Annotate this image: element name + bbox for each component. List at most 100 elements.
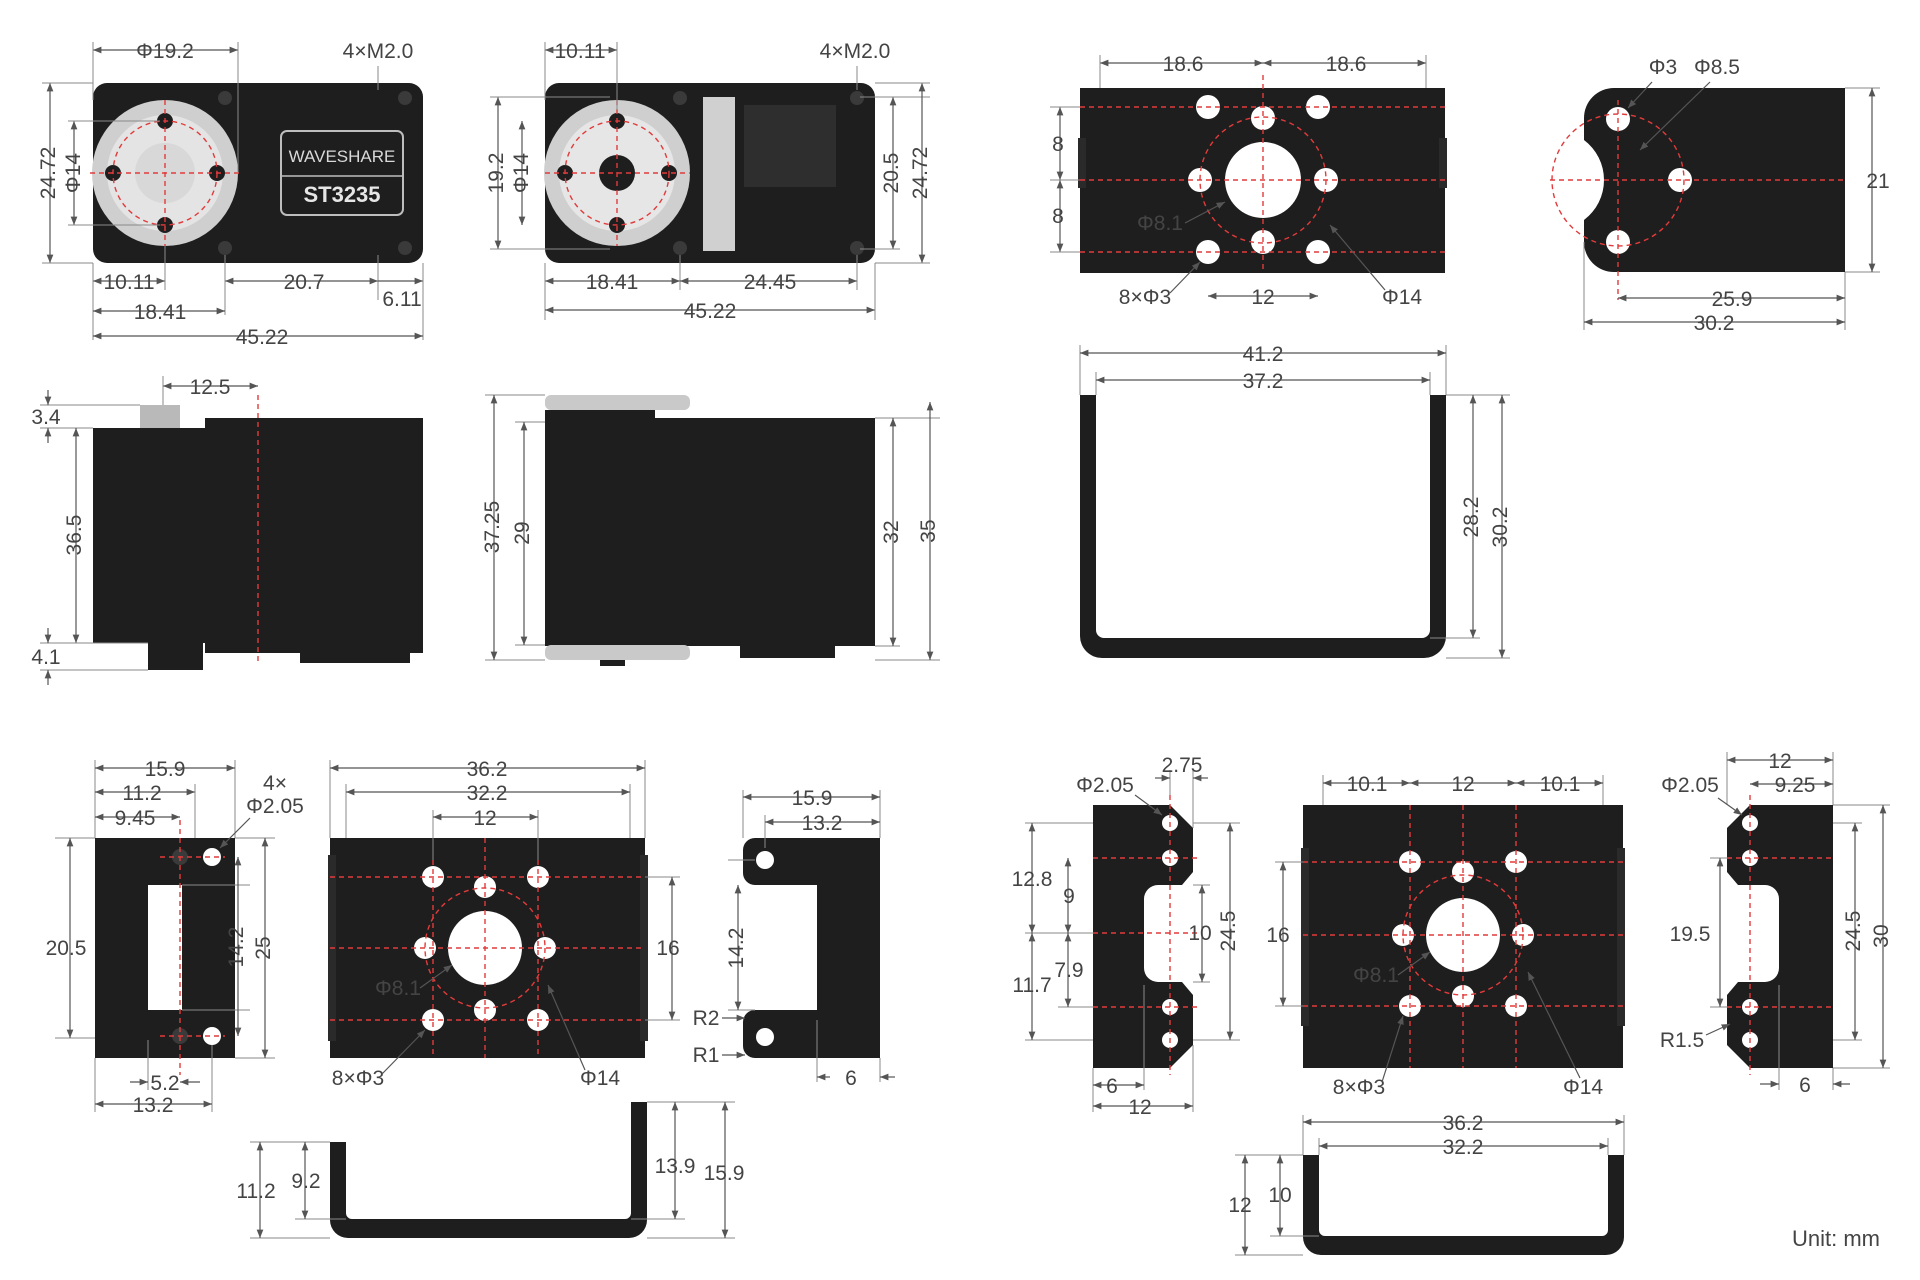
bracket-b-face-view: 10.1 12 10.1 16 Φ8.1 8×Φ3 Φ14 [1266,773,1625,1099]
dim-label: 20.7 [284,271,325,294]
unit-label: Unit: mm [1792,1226,1880,1251]
dim-label: 28.2 [1460,497,1483,538]
dim-label: 29 [511,521,534,544]
dim-label: Φ8.1 [1353,964,1399,987]
dim-label: Φ2.05 [246,795,304,818]
dim-label: 24.45 [744,271,797,294]
dim-label: 10 [1268,1184,1291,1207]
dim-label: 32.2 [1443,1136,1484,1159]
dim-label: 8×Φ3 [1333,1076,1385,1099]
dim-label: 11.2 [236,1180,275,1203]
dim-label: 12.8 [1012,868,1053,891]
dim-label: Φ3 [1649,56,1677,79]
dim-label: Φ14 [1563,1076,1603,1099]
dim-label: 37.25 [481,501,504,554]
bracket-a-u-view: 11.2 9.2 13.9 15.9 [236,1101,744,1239]
dim-label: 24.72 [909,147,932,200]
servo-side-view: 12.5 3.4 36.5 4.1 [31,376,423,685]
bracket-b-left-view: Φ2.05 2.75 12.8 9 10 24.5 11.7 7.9 6 12 [1012,754,1240,1119]
dim-label: 19.5 [1670,923,1711,946]
dim-label: 8 [1052,133,1064,156]
dim-label: Φ8.1 [1137,212,1183,235]
dim-label: 14.2 [725,928,748,969]
dim-label: Φ14 [1382,286,1422,309]
dim-label: 9.2 [291,1170,320,1193]
dim-label: 35 [917,519,940,542]
dim-label: 10.11 [555,40,606,63]
dim-label: 10.1 [1540,773,1581,796]
bracket-a-right-view: 15.9 13.2 14.2 R2 R1 6 [693,787,895,1090]
dim-label: 6.11 [382,288,421,311]
dim-label: 30 [1870,924,1893,947]
dim-label: 6 [845,1067,857,1090]
dim-label: R1.5 [1660,1029,1704,1052]
dim-label: 25.9 [1712,288,1753,311]
dim-label: 30.2 [1694,312,1735,335]
dim-label: 12 [1768,750,1791,773]
dim-label: 41.2 [1243,343,1284,366]
dim-label: 32 [880,520,903,543]
dim-label: 13.2 [802,812,843,835]
dim-label: 18.41 [134,301,187,324]
dim-label: 8×Φ3 [1119,286,1171,309]
dim-label: 13.2 [133,1094,174,1117]
dim-label: 24.5 [1217,911,1240,952]
dim-label: 18.41 [586,271,639,294]
dim-label: 5.2 [150,1072,179,1095]
dim-label: 8 [1052,205,1064,228]
servo-top-view: 37.25 29 32 35 [481,394,940,666]
dim-label: 10 [1188,922,1211,945]
bracket-large-face-view: 18.6 18.6 8 8 Φ8.1 8×Φ3 12 Φ14 [1050,53,1447,309]
dim-label: 24.5 [1842,911,1865,952]
dim-label: 6 [1799,1074,1811,1097]
dim-label: 11.2 [122,782,161,805]
dim-label: 19.2 [485,153,508,194]
servo-back-view: 10.11 4×M2.0 19.2 Φ14 20.5 24.72 18.41 2… [485,40,932,323]
dim-label: 36.2 [467,758,508,781]
dim-label: 4×M2.0 [343,40,414,63]
servo-front-view: WAVESHARE ST3235 Φ19.2 4×M2.0 24.72 Φ14 … [37,40,424,349]
dim-label: Φ8.5 [1694,56,1740,79]
dim-label: 2.75 [1162,754,1203,777]
dim-label: 15.9 [792,787,833,810]
dim-label: R2 [693,1007,720,1030]
model-label: ST3235 [303,182,380,207]
dim-label: 21 [1866,170,1889,193]
dim-label: 20.5 [880,153,903,194]
dim-label: 12.5 [190,376,231,399]
dim-label: 11.7 [1012,974,1051,997]
dim-label: R1 [693,1044,720,1067]
dim-label: 14.2 [225,927,248,968]
dim-label: 12 [1451,773,1474,796]
dim-label: 4×M2.0 [820,40,891,63]
dim-label: 6 [1106,1075,1118,1098]
dim-label: 24.72 [37,147,60,200]
dim-label: Φ2.05 [1076,774,1134,797]
dim-label: 25 [252,936,275,959]
dim-label: 10.11 [104,271,155,294]
dim-label: Φ19.2 [136,40,194,63]
dim-label: 30.2 [1489,507,1512,548]
dim-label: 12 [1251,286,1274,309]
dim-label: 36.5 [63,515,86,556]
dim-label: 9 [1063,885,1075,908]
dim-label: 20.5 [46,937,87,960]
bracket-large-u-view: 41.2 37.2 28.2 30.2 [1079,343,1512,659]
dim-label: 9.25 [1775,774,1816,797]
dim-label: 12 [1228,1194,1251,1217]
dim-label: 18.6 [1163,53,1204,76]
dim-label: Φ2.05 [1661,774,1719,797]
dim-label: 45.22 [684,300,737,323]
bracket-a-left-view: 15.9 11.2 9.45 4× Φ2.05 20.5 14.2 25 5.2… [46,758,304,1117]
dim-label: 37.2 [1243,370,1284,393]
dim-label: 9.45 [115,807,156,830]
dim-label: Φ14 [580,1067,620,1090]
dim-label: 16 [1266,924,1289,947]
dim-label: Φ14 [510,153,533,193]
dim-label: 32.2 [467,782,508,805]
bracket-b-right-view: 12 Φ2.05 9.25 19.5 24.5 30 R1.5 6 [1660,750,1893,1097]
dim-label: 8×Φ3 [332,1067,384,1090]
dim-label: 4.1 [31,646,60,669]
dim-label: 7.9 [1054,959,1083,982]
